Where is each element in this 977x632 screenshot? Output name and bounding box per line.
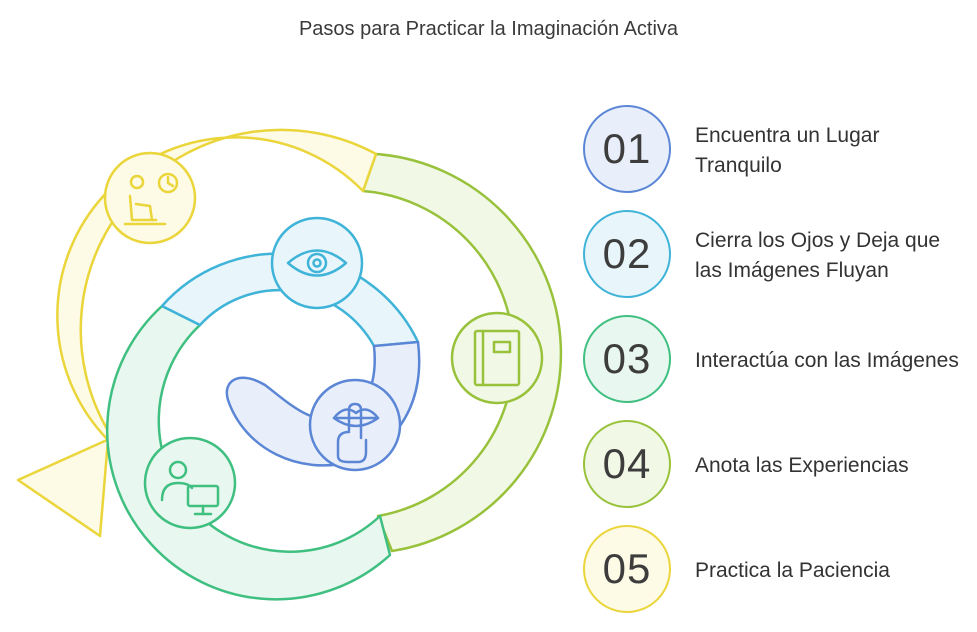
step-item-03: 03 Interactúa con las Imágenes [583, 315, 973, 407]
outer-ring-green-segment [361, 152, 563, 553]
step-item-01: 01 Encuentra un Lugar Tranquilo [583, 105, 973, 197]
badge-step-01 [103, 151, 197, 245]
person-computer-icon [160, 460, 220, 516]
step-label: Interactúa con las Imágenes [695, 349, 959, 372]
step-number-badge: 02 [583, 210, 671, 298]
notebook-icon [473, 329, 521, 387]
silence-icon [332, 402, 380, 464]
step-label: Practica la Paciencia [695, 559, 890, 582]
step-number-badge: 03 [583, 315, 671, 403]
person-waiting-icon [123, 172, 179, 226]
step-item-05: 05 Practica la Paciencia [583, 525, 973, 617]
badge-step-02 [270, 216, 364, 310]
step-label: Anota las Experiencias [695, 454, 909, 477]
eye-icon [286, 249, 348, 277]
step-item-04: 04 Anota las Experiencias [583, 420, 973, 512]
step-item-02: 02 Cierra los Ojos y Deja que las Imágen… [583, 210, 973, 302]
badge-step-05 [308, 378, 402, 472]
step-label: Cierra los Ojos y Deja que las Imágenes … [695, 229, 941, 282]
page-title: Pasos para Practicar la Imaginación Acti… [298, 18, 679, 40]
step-label: Encuentra un Lugar Tranquilo [695, 124, 880, 177]
step-number-badge: 05 [583, 525, 671, 613]
badge-step-04 [450, 311, 544, 405]
step-number-badge: 01 [583, 105, 671, 193]
badge-step-03 [143, 436, 237, 530]
step-number-badge: 04 [583, 420, 671, 508]
